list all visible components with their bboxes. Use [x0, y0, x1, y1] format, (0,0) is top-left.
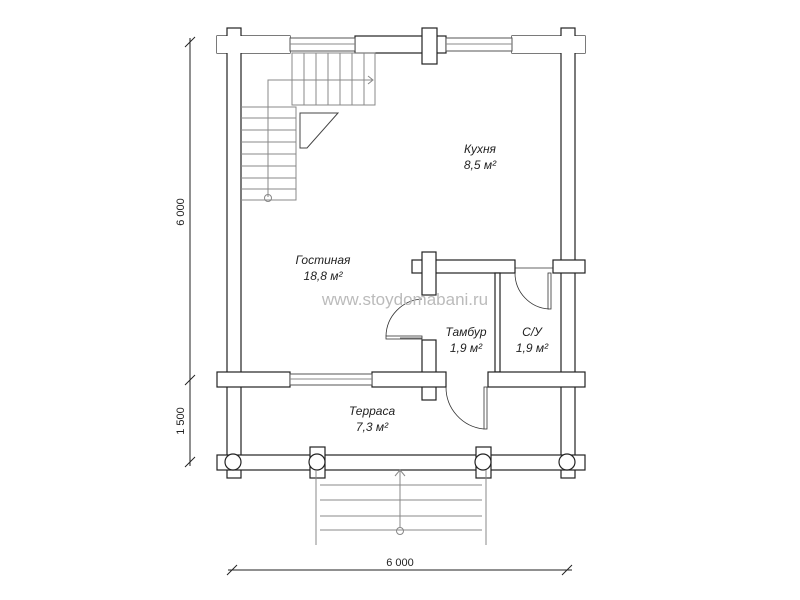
- staircase: [241, 52, 376, 202]
- room-name: Кухня: [464, 142, 497, 156]
- room-vestibule: Тамбур 1,9 м²: [445, 325, 486, 355]
- room-name: Тамбур: [445, 325, 486, 339]
- doors: [385, 267, 553, 430]
- room-terrace: Терраса 7,3 м²: [349, 404, 396, 434]
- room-area: 1,9 м²: [516, 341, 549, 355]
- room-area: 7,3 м²: [356, 420, 389, 434]
- dimension-lines: [184, 36, 573, 576]
- room-name: Терраса: [349, 404, 396, 418]
- room-area: 8,5 м²: [464, 158, 497, 172]
- room-name: С/У: [522, 325, 543, 339]
- room-bathroom: С/У 1,9 м²: [516, 325, 549, 355]
- windows: [289, 37, 513, 386]
- room-living: Гостиная 18,8 м²: [296, 253, 351, 283]
- dimension-terrace-depth: 1 500: [175, 407, 187, 435]
- dimension-width: 6 000: [386, 557, 414, 569]
- walls: [216, 27, 586, 479]
- entry-steps: [315, 469, 487, 545]
- room-kitchen: Кухня 8,5 м²: [464, 142, 497, 172]
- room-area: 18,8 м²: [304, 269, 344, 283]
- room-area: 1,9 м²: [450, 341, 483, 355]
- watermark: www.stoydomabani.ru: [321, 290, 488, 309]
- dimension-house-depth: 6 000: [175, 198, 187, 226]
- room-name: Гостиная: [296, 253, 351, 267]
